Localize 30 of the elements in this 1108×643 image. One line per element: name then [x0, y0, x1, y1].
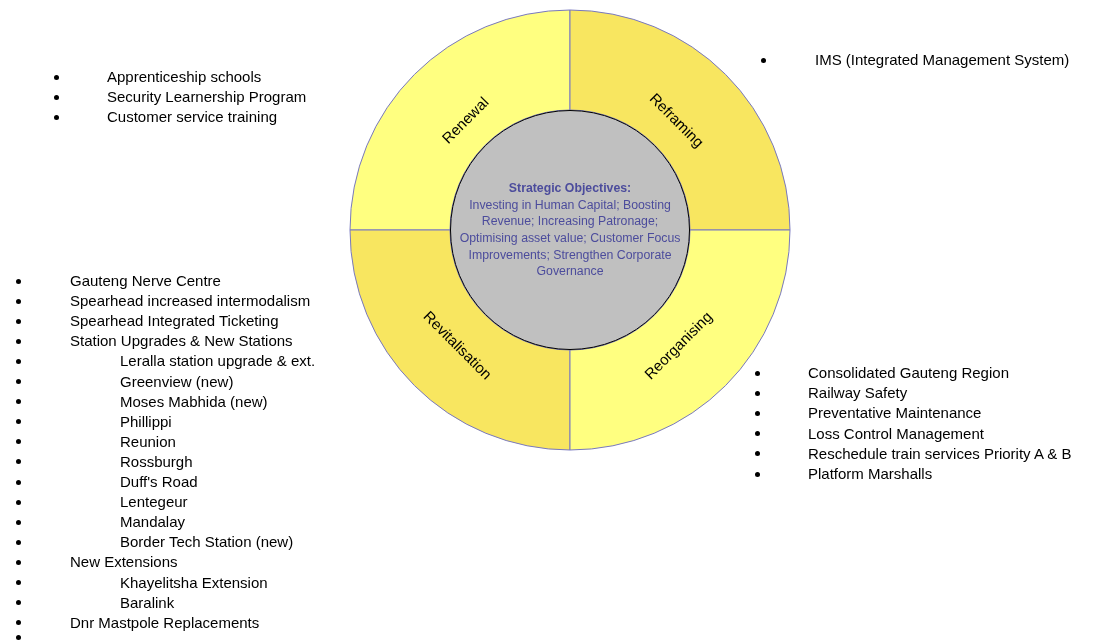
list-item: Gauteng Nerve Centre [70, 272, 221, 290]
list-item: Khayelitsha Extension [120, 573, 268, 592]
list-item: Loss Control Management [808, 424, 984, 443]
list-item: Lentegeur [120, 493, 188, 512]
list-item: Leralla station upgrade & ext. [120, 352, 316, 371]
circle-heading: Strategic Objectives: [507, 180, 633, 197]
list-item: Platform Marshalls [808, 465, 933, 483]
list-item: Rossburgh [120, 452, 193, 471]
list-item: Spearhead Integrated Ticketing [70, 312, 279, 331]
list-item: Border Tech Station (new) [120, 533, 294, 552]
list-item: IMS (Integrated Management System) [815, 51, 1070, 69]
list-item: Security Learnership Program [107, 88, 307, 106]
list-item: Preventative Maintenance [808, 404, 982, 423]
list-item: Spearhead increased intermodalism [70, 292, 311, 311]
list-item: Station Upgrades & New Stations [70, 332, 293, 351]
list-item: Moses Mabhida (new) [120, 392, 268, 411]
list-item: Apprenticeship schools [107, 68, 262, 86]
list-item: Customer service training [107, 108, 278, 126]
list-item: Duff's Road [120, 473, 198, 491]
list-item: Baralink [120, 593, 175, 612]
list-item: Phillippi [120, 412, 172, 431]
list-item: Dnr Mastpole Replacements [70, 613, 260, 632]
objectives-text: Investing in Human Capital; Boosting Revenue; Increasing Patronage; Optimising asset value; Customer Focus Improvements; Strengthen Corporate Governance [458, 196, 682, 280]
list-item: Mandalay [120, 513, 186, 532]
list-item: Railway Safety [808, 384, 908, 403]
list-item: Greenview (new) [120, 372, 234, 391]
list-item: Reunion [120, 432, 176, 451]
list-item: Consolidated Gauteng Region [808, 364, 1009, 382]
list-item: New Extensions [70, 553, 178, 572]
list-item: Reschedule train services Priority A & B [808, 444, 1072, 463]
